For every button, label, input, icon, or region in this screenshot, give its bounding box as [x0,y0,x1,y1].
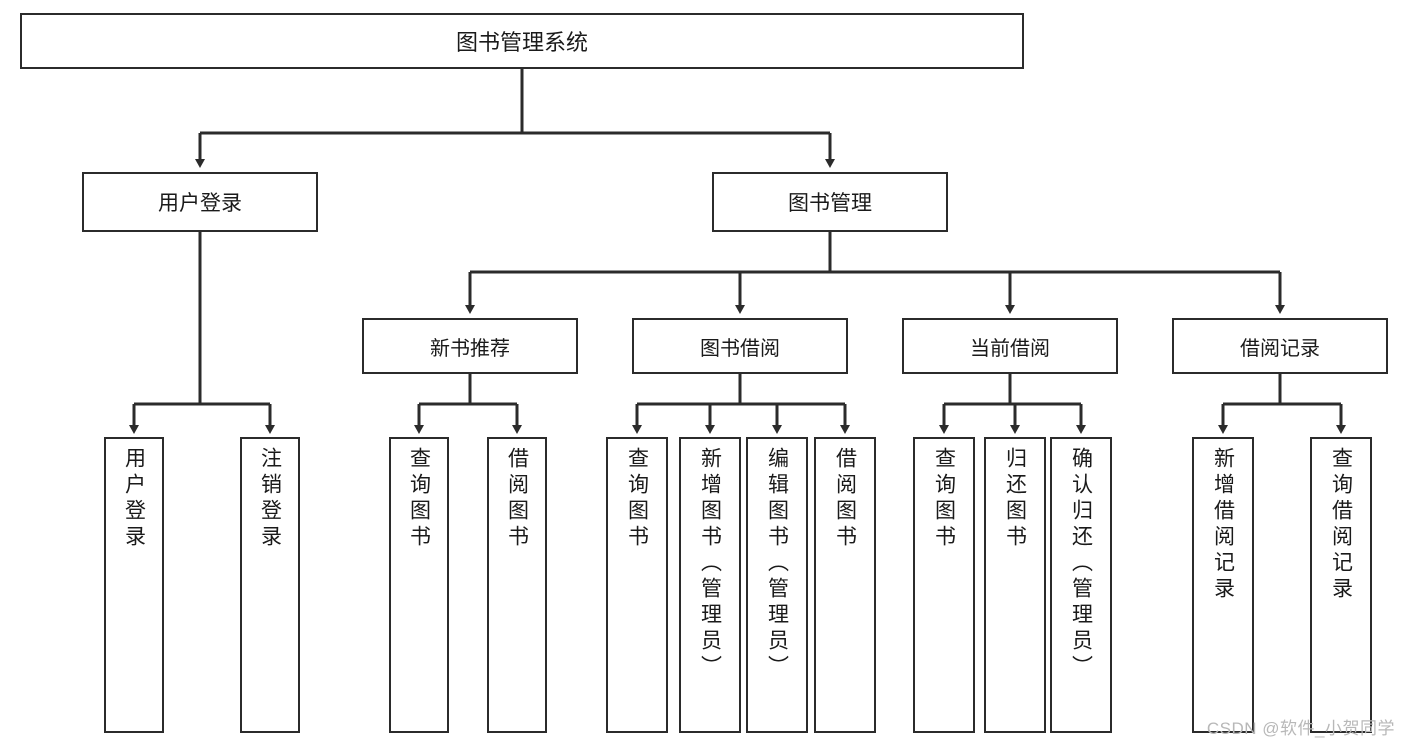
leaf-add-borrow-record-label: 新增借阅记录 [1211,447,1235,603]
watermark: CSDN @软件_小贺同学 [1206,719,1395,738]
leaf-search-book-current[interactable]: 查询图书 [913,437,975,733]
node-root-label: 图书管理系统 [455,30,588,55]
node-borrow-records-label: 借阅记录 [1240,337,1320,360]
leaf-borrow-book-recommend-label: 借阅图书 [505,447,529,551]
leaf-confirm-return-admin[interactable]: 确认归还（管理员） [1050,437,1112,733]
leaf-add-book-admin-label: 新增图书（管理员） [698,447,722,681]
leaf-edit-book-admin[interactable]: 编辑图书（管理员） [746,437,808,733]
node-book-borrow-label: 图书借阅 [700,337,780,360]
leaf-return-book[interactable]: 归还图书 [984,437,1046,733]
node-new-book-recommend-label: 新书推荐 [430,337,510,360]
leaf-search-book-current-label: 查询图书 [932,447,956,551]
leaf-return-book-label: 归还图书 [1003,447,1027,551]
node-book-management[interactable]: 图书管理 [712,172,948,232]
leaf-search-book-recommend-label: 查询图书 [407,447,431,551]
leaf-search-book-borrow[interactable]: 查询图书 [606,437,668,733]
leaf-borrow-book[interactable]: 借阅图书 [814,437,876,733]
leaf-borrow-book-label: 借阅图书 [833,447,857,551]
leaf-edit-book-admin-label: 编辑图书（管理员） [765,447,789,681]
leaf-user-logout-label: 注销登录 [258,447,282,551]
node-user-login[interactable]: 用户登录 [82,172,318,232]
leaf-search-borrow-record-label: 查询借阅记录 [1329,447,1353,603]
node-new-book-recommend[interactable]: 新书推荐 [362,318,578,374]
leaf-confirm-return-admin-label: 确认归还（管理员） [1069,447,1093,681]
leaf-search-borrow-record[interactable]: 查询借阅记录 [1310,437,1372,733]
leaf-add-book-admin[interactable]: 新增图书（管理员） [679,437,741,733]
leaf-user-logout[interactable]: 注销登录 [240,437,300,733]
leaf-borrow-book-recommend[interactable]: 借阅图书 [487,437,547,733]
leaf-search-book-borrow-label: 查询图书 [625,447,649,551]
leaf-add-borrow-record[interactable]: 新增借阅记录 [1192,437,1254,733]
node-root[interactable]: 图书管理系统 [20,13,1024,69]
leaf-user-login[interactable]: 用户登录 [104,437,164,733]
node-user-login-label: 用户登录 [158,192,242,215]
node-current-borrow-label: 当前借阅 [970,337,1050,360]
node-book-management-label: 图书管理 [788,192,872,215]
leaf-search-book-recommend[interactable]: 查询图书 [389,437,449,733]
node-current-borrow[interactable]: 当前借阅 [902,318,1118,374]
node-borrow-records[interactable]: 借阅记录 [1172,318,1388,374]
leaf-user-login-label: 用户登录 [122,447,146,551]
node-book-borrow[interactable]: 图书借阅 [632,318,848,374]
